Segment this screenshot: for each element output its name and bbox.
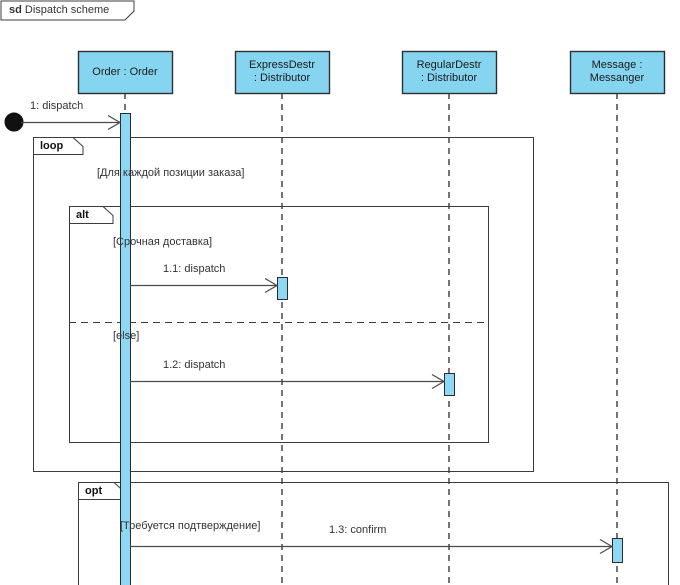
- found-message-arrowhead: [107, 114, 122, 131]
- diagram-kind: sd: [9, 4, 22, 16]
- fragment-kind-alt: alt: [76, 209, 89, 221]
- message-label-m12: 1.2: dispatch: [163, 359, 226, 371]
- lifeline-head-messenger[interactable]: [569, 50, 666, 95]
- fragment-guard-loop: [Для каждой позиции заказа]: [97, 167, 245, 179]
- lifeline-label-express: ExpressDestr: Distributor: [235, 59, 329, 85]
- message-label-m13: 1.3: confirm: [329, 524, 387, 536]
- diagram-title: Dispatch scheme: [21, 4, 110, 16]
- lifeline-head-order[interactable]: [77, 50, 174, 95]
- activation-bar-express: [277, 277, 288, 300]
- fragment-guard-alt: [Срочная доставка]: [113, 236, 213, 248]
- activation-bar-order: [120, 113, 131, 585]
- found-message-start-node: [4, 112, 24, 132]
- message-arrowhead-m13: [599, 538, 614, 555]
- found-message-label: 1: dispatch: [30, 100, 84, 112]
- diagram-frame-header: [0, 0, 135, 21]
- lifeline-label-order: Order : Order: [78, 66, 172, 79]
- lifeline-label-line: : Distributor: [420, 72, 478, 84]
- activation-bar-messenger: [612, 538, 623, 563]
- lifeline-head-regular[interactable]: [401, 50, 498, 95]
- lifeline-label-line: Messanger: [589, 72, 645, 84]
- fragment-tab-alt: [69, 206, 114, 224]
- lifeline-label-line: ExpressDestr: [248, 59, 316, 71]
- lifeline-label-messenger: Message :Messanger: [570, 59, 664, 85]
- fragment-guard-opt: [Требуется подтверждение]: [120, 520, 261, 532]
- lifeline-label-line: : Distributor: [253, 72, 311, 84]
- diagram-header-text: sd Dispatch scheme: [9, 4, 109, 16]
- fragment-kind-loop: loop: [40, 140, 64, 152]
- fragment-tab-loop: [33, 137, 84, 155]
- lifeline-label-line: RegularDestr: [416, 59, 482, 71]
- activation-bar-regular: [444, 373, 455, 396]
- fragment-box-loop: [33, 137, 534, 472]
- message-label-m11: 1.1: dispatch: [163, 263, 226, 275]
- lifeline-label-line: Message :: [591, 59, 643, 71]
- lifeline-label-line: Order : Order: [92, 65, 158, 78]
- fragment-else-guard-alt: [else]: [113, 330, 140, 342]
- fragment-box-alt: [69, 206, 489, 443]
- fragment-kind-opt: opt: [85, 485, 103, 497]
- message-arrowhead-m11: [264, 277, 279, 294]
- message-arrowhead-m12: [431, 373, 446, 390]
- lifeline-head-express[interactable]: [234, 50, 331, 95]
- fragment-box-opt: [78, 482, 669, 585]
- lifeline-label-regular: RegularDestr: Distributor: [402, 59, 496, 85]
